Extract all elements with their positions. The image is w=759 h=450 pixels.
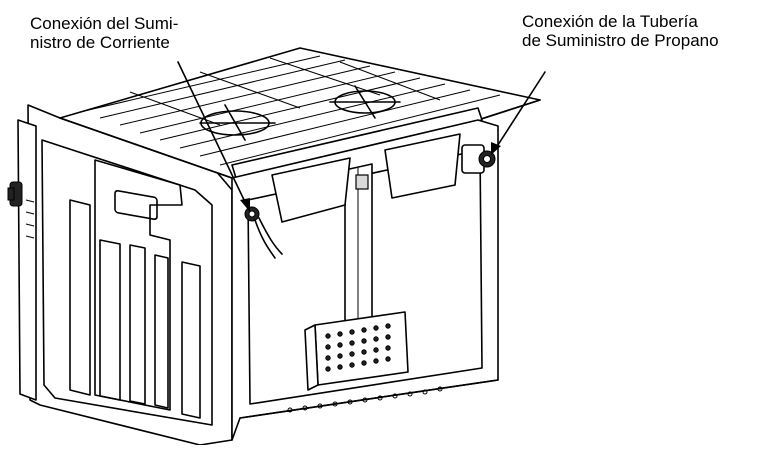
left-side-panel	[7, 104, 233, 446]
leader-arrow-power	[177, 61, 250, 212]
power-supply-callout: Conexión del Sumi- nistro de Corriente	[30, 14, 179, 52]
propane-supply-connection	[461, 144, 496, 174]
terminal-block	[304, 311, 409, 391]
back-panel	[231, 119, 499, 441]
leader-arrow-propane	[491, 71, 546, 155]
propane-supply-callout: Conexión de la Tubería de Suministro de …	[522, 12, 719, 50]
power-supply-connection	[244, 206, 283, 259]
